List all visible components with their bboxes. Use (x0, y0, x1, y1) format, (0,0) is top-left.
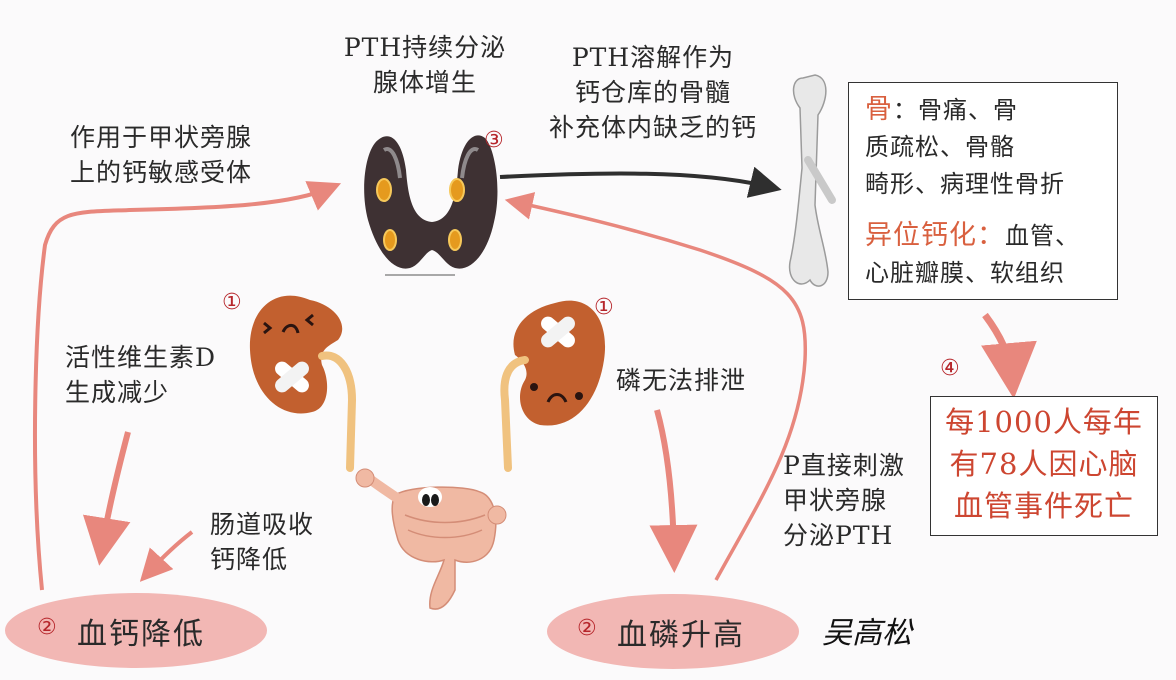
bone-line2: 质疏松、骨骼 (865, 133, 1015, 161)
phosphate-stimulus-line1: P直接刺激 (783, 451, 905, 480)
high-phosphate-label: 血磷升高 (617, 618, 745, 653)
intestine-line1: 肠道吸收 (210, 510, 315, 539)
calcium-sensor-label: 作用于甲状旁腺 上的钙敏感受体 (70, 120, 252, 190)
calcification-heading: 异位钙化： (865, 220, 1005, 251)
parathyroid-label-line2: 腺体增生 (372, 68, 477, 97)
bone-line3: 畸形、病理性骨折 (865, 170, 1065, 198)
step-2-phosphate-marker: ② (577, 616, 597, 641)
phosphate-stimulus-line3: 分泌PTH (783, 521, 894, 550)
intestine-illustration (355, 468, 507, 610)
phosphate-stimulus-label: P直接刺激 甲状旁腺 分泌PTH (783, 448, 905, 553)
arrow-phosphate-to-parathyroid (504, 192, 808, 581)
bone-effect-line3: 补充体内缺乏的钙 (548, 113, 757, 142)
bone-effect-label: PTH溶解作为 钙仓库的骨髓 补充体内缺乏的钙 (528, 40, 778, 145)
arrow-kidney-to-phosphate (649, 409, 698, 573)
step-3-marker: ③ (484, 128, 504, 153)
low-calcium-label: 血钙降低 (77, 617, 205, 652)
step-4-marker: ④ (940, 356, 960, 381)
high-phosphate-node: ② 血磷升高 (547, 594, 799, 669)
parathyroid-label-line1: PTH持续分泌 (343, 33, 507, 62)
step-1-right-marker: ① (594, 295, 614, 320)
arrow-vitd-to-calcium (82, 431, 131, 566)
author-signature: 吴高松 (822, 616, 912, 651)
calcium-sensor-line2: 上的钙敏感受体 (70, 158, 253, 187)
calcification-line1: 血管、 (1005, 222, 1080, 250)
mortality-line3: 血管事件死亡 (953, 489, 1134, 523)
left-kidney-illustration (249, 295, 357, 472)
calcium-sensor-line1: 作用于甲状旁腺 (70, 123, 253, 152)
calcification-line2: 心脏瓣膜、软组织 (865, 259, 1065, 287)
mortality-line1: 每1000人每年 (945, 405, 1143, 439)
intestine-label: 肠道吸收 钙降低 (210, 507, 314, 577)
bone-effect-line1: PTH溶解作为 (571, 43, 735, 72)
arrow-calcium-to-parathyroid (32, 181, 342, 591)
bone-heading: 骨 (865, 94, 893, 125)
intestine-line2: 钙降低 (210, 545, 289, 574)
bone-effect-line2: 钙仓库的骨髓 (574, 78, 731, 107)
step-1-left-marker: ① (222, 290, 242, 315)
arrow-intestine-to-calcium (139, 530, 194, 582)
low-calcium-node: ② 血钙降低 (5, 593, 267, 668)
bone-line1: 骨痛、骨 (918, 96, 1018, 124)
thyroid-gland-illustration (364, 135, 498, 276)
arrow-parathyroid-to-bone (499, 166, 782, 198)
mortality-box: 每1000人每年 有78人因心脑 血管事件死亡 (930, 396, 1158, 536)
bone-illustration (788, 74, 836, 287)
complications-box: 骨：骨痛、骨 质疏松、骨骼 畸形、病理性骨折 异位钙化：血管、 心脏瓣膜、软组织 (848, 82, 1118, 300)
phosphate-stimulus-line2: 甲状旁腺 (783, 486, 888, 515)
step-2-calcium-marker: ② (37, 615, 57, 640)
right-kidney-illustration (500, 300, 606, 472)
arrow-complications-to-mortality (981, 312, 1037, 399)
vitamin-d-line2: 生成减少 (65, 378, 170, 407)
parathyroid-label: PTH持续分泌 腺体增生 (325, 30, 525, 100)
mortality-line2: 有78人因心脑 (949, 447, 1139, 481)
phosphate-excretion-label: 磷无法排泄 (616, 366, 747, 395)
vitamin-d-line1: 活性维生素D (65, 343, 217, 372)
bone-colon: ： (893, 96, 918, 124)
vitamin-d-label: 活性维生素D 生成减少 (65, 340, 216, 410)
